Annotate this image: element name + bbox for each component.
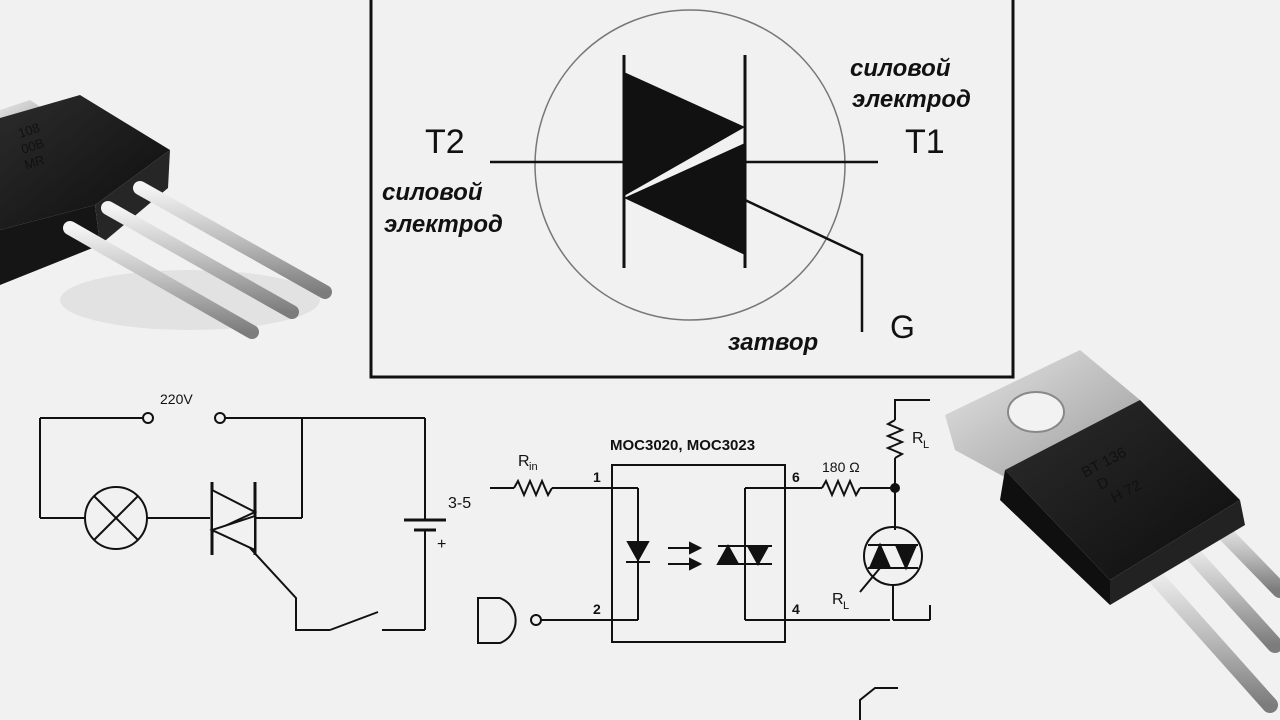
gate-label: затвор [728, 329, 818, 356]
pin-3 [63, 221, 259, 339]
diac-triangle-2 [746, 545, 770, 567]
led-triangle [626, 541, 650, 563]
output-triac-tri-1 [868, 542, 892, 569]
symbol-frame [369, 0, 1015, 379]
optocoupler-circuit [477, 399, 931, 720]
triac-symbol-panel: T2 T1 G силовой электрод силовой электро… [369, 0, 1015, 379]
r180-label: 180 Ω [822, 459, 860, 475]
mains-voltage-label: 220V [160, 391, 193, 407]
diac-triangle-1 [716, 543, 740, 565]
t1-label: T1 [905, 123, 945, 161]
pin-1 [133, 181, 332, 299]
marking-line-1: 108 [16, 120, 41, 141]
forward-triangle [624, 72, 745, 196]
triac-triangle-2 [209, 514, 256, 552]
load-wire-top [894, 399, 930, 420]
right-triac-photo: BT 136 D H 72 [945, 350, 1280, 713]
output-triac-gate [859, 567, 881, 593]
nand-bubble [530, 614, 542, 626]
mounting-hole [1007, 391, 1065, 433]
triac-body [0, 95, 170, 230]
lamp-cross-2 [93, 495, 139, 541]
rin-label-sub: in [529, 461, 538, 473]
mains-contact-right [214, 412, 226, 424]
pin1-label: 1 [593, 469, 601, 485]
nand-gate [477, 597, 517, 644]
power-electrode-left-line2: электрод [384, 211, 503, 238]
rl-bottom-label-sub: L [843, 600, 849, 612]
right-triac-body [1005, 400, 1240, 580]
rin-resistor [513, 478, 553, 498]
right-pin-1 [1137, 557, 1278, 713]
power-electrode-left-line1: силовой [382, 179, 483, 206]
right-body-front [1110, 500, 1245, 605]
right-pin-2 [1172, 532, 1280, 653]
light-arrow-head-2 [689, 557, 703, 571]
power-electrode-right-line2: электрод [852, 86, 971, 113]
reverse-triangle [624, 143, 745, 255]
marking-line-3: MR [22, 152, 46, 173]
symbol-circle [534, 9, 846, 321]
rl-bottom-label-main: R [832, 591, 844, 608]
pin6-label: 6 [792, 469, 800, 485]
triac-body-front [95, 150, 170, 245]
battery-voltage-label: 3-5 [448, 495, 471, 512]
rin-label-main: R [518, 453, 530, 470]
moc-chip [611, 464, 786, 643]
power-electrode-right-line1: силовой [850, 55, 951, 82]
gate-lead [744, 198, 864, 332]
rl-top-label-sub: L [923, 439, 929, 451]
t2-label: T2 [425, 123, 465, 161]
marking-line-2: 00B [19, 135, 46, 156]
mains-contact-left [142, 412, 154, 424]
lamp-triac-circuit [39, 412, 446, 631]
gate-wire [249, 547, 330, 631]
control-switch-blade [329, 611, 379, 631]
g-label: G [890, 309, 915, 345]
partial-bottom-symbol [859, 687, 898, 720]
rl-top-label-main: R [912, 430, 924, 447]
rl-resistor-top [885, 419, 905, 459]
pin2-label: 2 [593, 601, 601, 617]
light-arrow-head-1 [689, 541, 703, 555]
output-triac-tri-2 [894, 544, 918, 571]
r180-resistor [821, 478, 861, 498]
pin-2 [101, 201, 299, 319]
chip-title: MOC3020, MOC3023 [610, 437, 755, 454]
right-body-side [1000, 470, 1110, 605]
left-triac-photo: 108 00B MR [0, 95, 332, 339]
body-marking: 108 00B MR [16, 120, 46, 173]
battery-plus-label: + [437, 536, 446, 553]
pin4-label: 4 [792, 601, 800, 617]
